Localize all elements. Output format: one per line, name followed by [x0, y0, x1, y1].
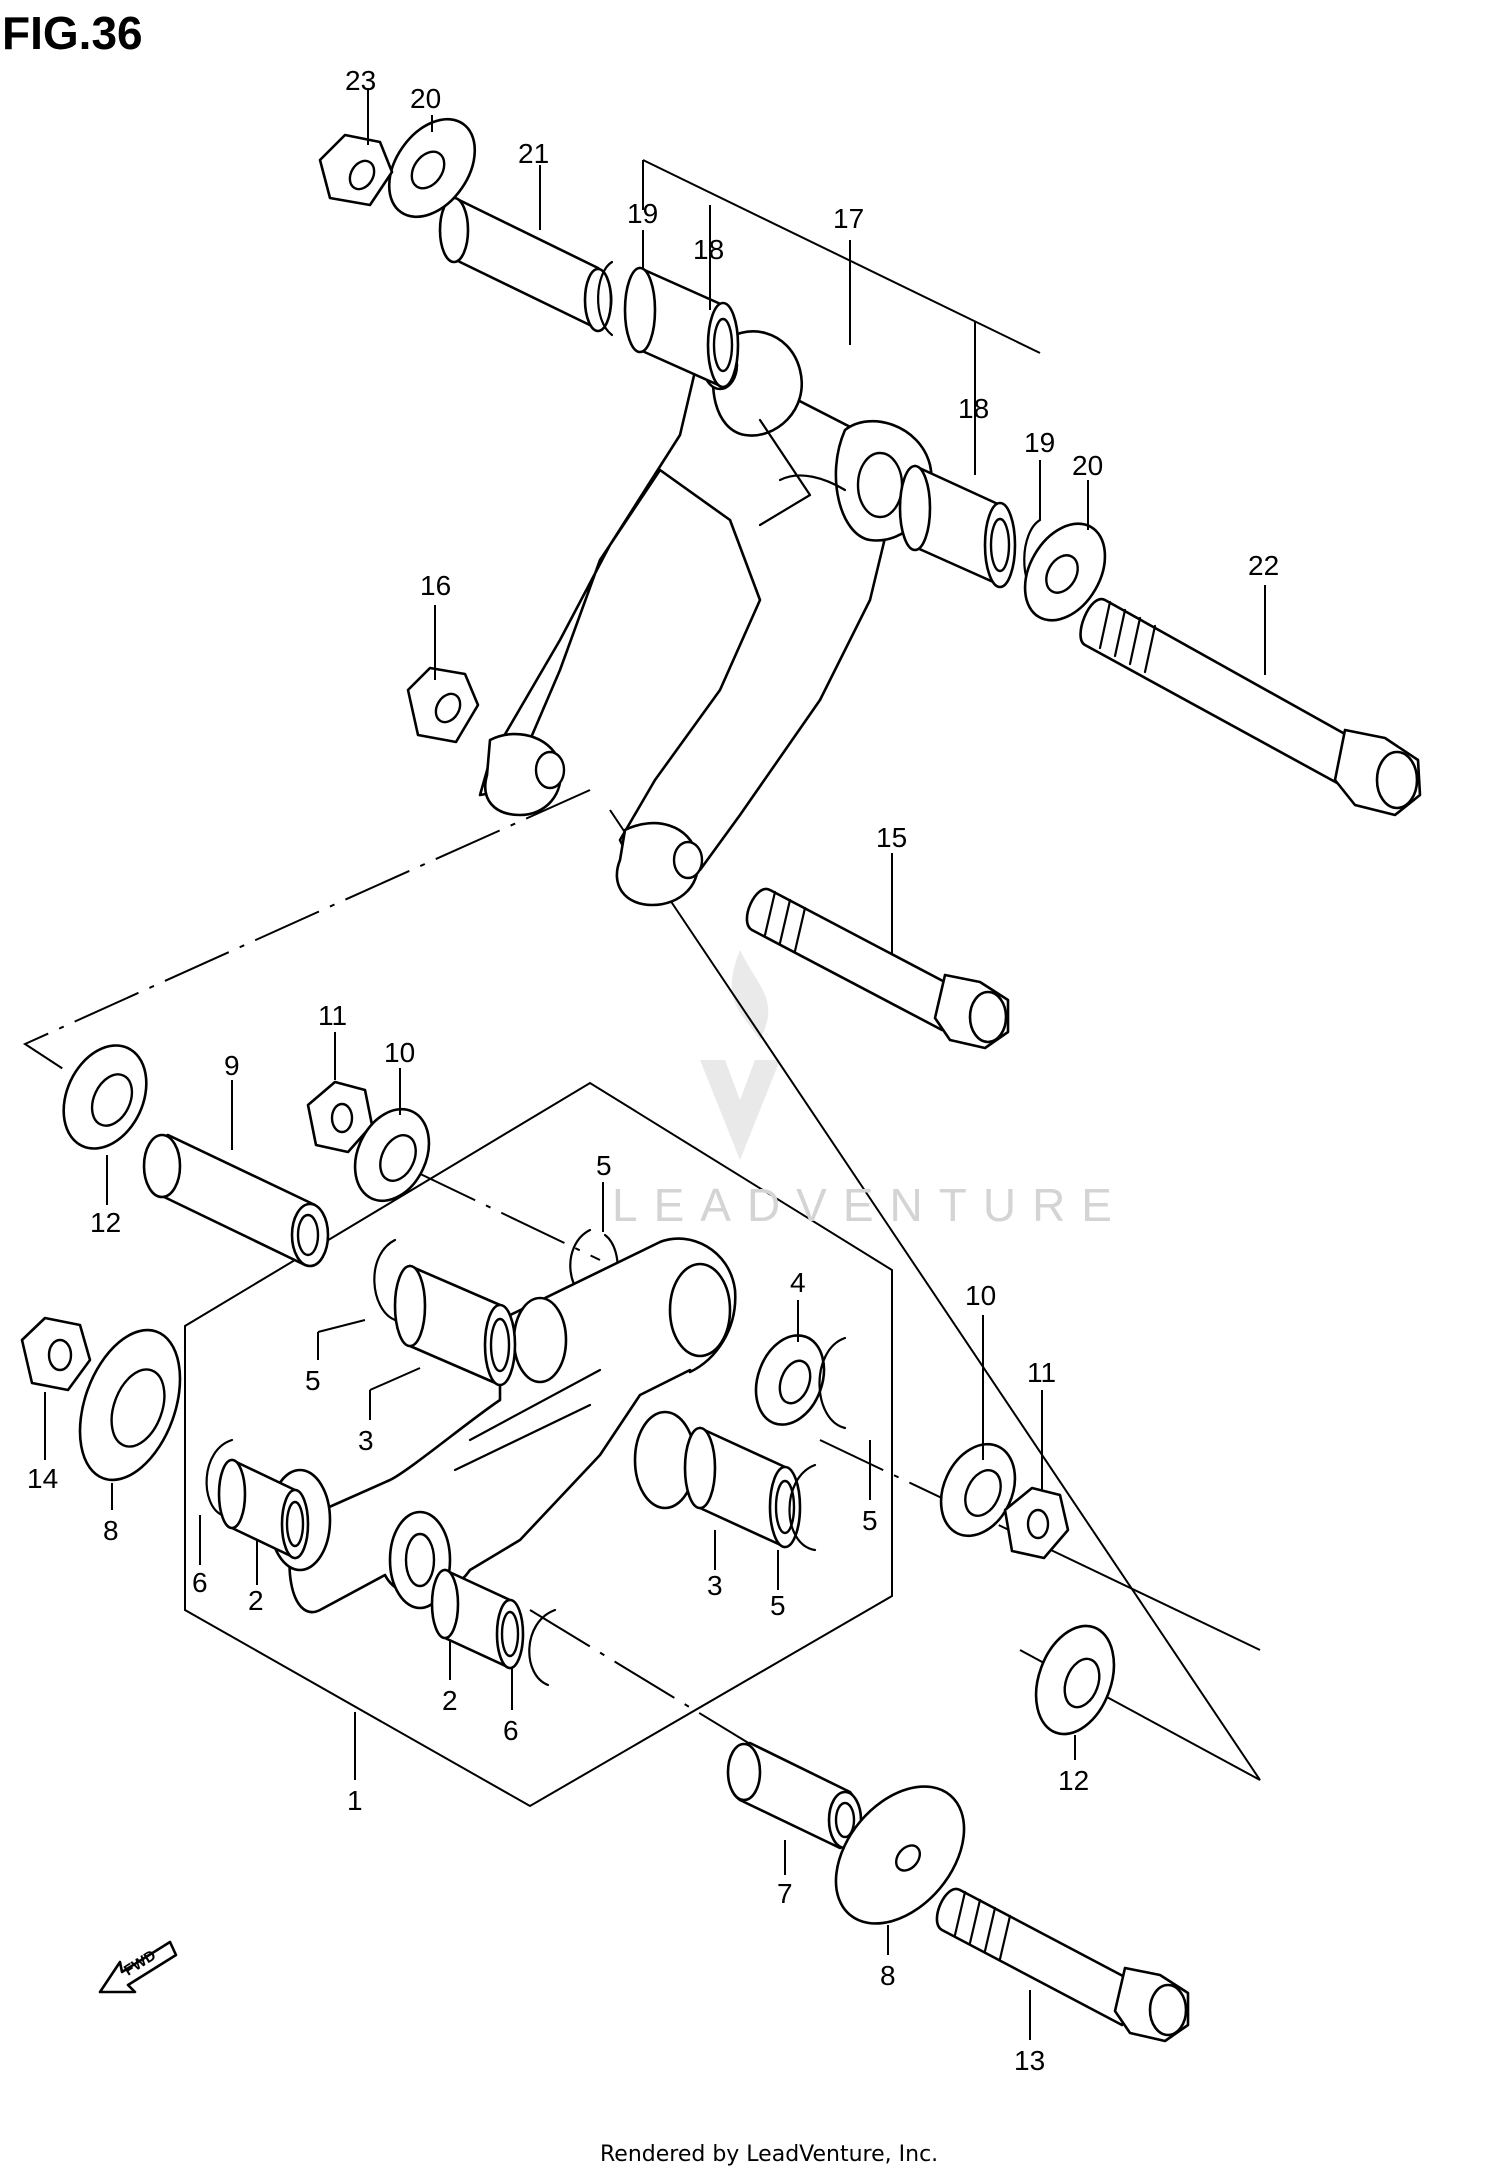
collar-part-9[interactable] — [142, 1133, 330, 1268]
render-credit: Rendered by LeadVenture, Inc. — [600, 2142, 939, 2167]
callout-17: 17 — [833, 203, 864, 234]
callout-14: 14 — [27, 1463, 58, 1494]
snap-ring-part-5-right[interactable] — [818, 1336, 847, 1430]
callout-6: 6 — [192, 1567, 208, 1598]
callout-13: 13 — [1014, 2045, 1045, 2076]
callout-20-right: 20 — [1072, 450, 1103, 481]
forward-direction-arrow-icon: FWD — [98, 1940, 178, 1994]
callout-20: 20 — [410, 83, 441, 114]
callout-5-right: 5 — [862, 1505, 878, 1536]
callout-6-lower: 6 — [503, 1715, 519, 1746]
washer-part-8-lower[interactable] — [810, 1762, 990, 1948]
callout-7: 7 — [777, 1878, 793, 1909]
bearing-part-3[interactable] — [393, 1264, 517, 1387]
watermark-text: LEADVENTURE — [612, 1179, 1128, 1231]
callout-18-right: 18 — [958, 393, 989, 424]
callout-8: 8 — [103, 1515, 119, 1546]
callout-9: 9 — [224, 1050, 240, 1081]
bearing-part-2[interactable] — [217, 1458, 310, 1560]
callout-11: 11 — [318, 1000, 347, 1031]
callout-1: 1 — [347, 1785, 363, 1816]
assembly-guide-lines — [22, 159, 1261, 1781]
snap-ring-part-5-lower-right[interactable] — [788, 1463, 817, 1552]
seal-part-4[interactable] — [744, 1326, 836, 1434]
callout-3: 3 — [358, 1425, 374, 1456]
bearing-part-18[interactable] — [623, 266, 740, 390]
washer-part-20-right[interactable] — [1009, 509, 1122, 634]
bearing-part-3-right[interactable] — [683, 1426, 802, 1549]
callout-22: 22 — [1248, 550, 1279, 581]
bolt-part-22[interactable] — [1079, 597, 1422, 817]
callout-21: 21 — [518, 138, 549, 169]
callout-19-right: 19 — [1024, 427, 1055, 458]
callout-2-lower: 2 — [442, 1685, 458, 1716]
callout-16: 16 — [420, 570, 451, 601]
callout-12-right: 12 — [1058, 1765, 1089, 1796]
snap-ring-part-19[interactable] — [597, 260, 614, 337]
nut-part-23[interactable] — [318, 133, 394, 207]
snap-ring-part-6-lower[interactable] — [528, 1608, 557, 1687]
bushing-part-8[interactable] — [61, 1316, 199, 1493]
callout-10-right: 10 — [965, 1280, 996, 1311]
washer-part-20[interactable] — [372, 103, 493, 233]
callout-8-lower: 8 — [880, 1960, 896, 1991]
link-assembly-boundary — [184, 1081, 893, 1808]
oil-seal-part-10[interactable] — [341, 1097, 443, 1213]
bearing-part-18-right[interactable] — [898, 464, 1017, 589]
callout-5: 5 — [596, 1150, 612, 1181]
nut-part-16[interactable] — [406, 666, 480, 744]
bolt-part-15[interactable] — [745, 887, 1010, 1050]
snap-ring-part-6[interactable] — [205, 1438, 234, 1517]
callout-19: 19 — [627, 198, 658, 229]
callout-leaders — [44, 88, 1266, 2040]
spacer-part-21[interactable] — [438, 196, 613, 333]
nut-part-11-right[interactable] — [1003, 1486, 1070, 1560]
callout-23: 23 — [345, 65, 376, 96]
callout-numbers: 23 20 21 19 18 17 18 19 20 22 16 15 11 1… — [27, 65, 1279, 2076]
callout-15: 15 — [876, 822, 907, 853]
callout-18: 18 — [693, 234, 724, 265]
watermark-logo-icon — [700, 950, 780, 1160]
callout-12: 12 — [90, 1207, 121, 1238]
nut-part-14[interactable] — [20, 1316, 92, 1392]
oil-seal-part-10-right[interactable] — [927, 1432, 1029, 1548]
bolt-part-13[interactable] — [935, 1887, 1190, 2043]
figure-title: FIG.36 — [2, 7, 143, 59]
callout-5-lower: 5 — [770, 1590, 786, 1621]
callout-10: 10 — [384, 1037, 415, 1068]
nut-part-11[interactable] — [306, 1080, 374, 1154]
bearing-part-2-lower[interactable] — [430, 1568, 525, 1670]
callout-3-right: 3 — [707, 1570, 723, 1601]
cushion-rod-part-1[interactable] — [268, 1237, 737, 1614]
collar-part-7[interactable] — [726, 1741, 863, 1850]
callout-4: 4 — [790, 1267, 806, 1298]
callout-2: 2 — [248, 1585, 264, 1616]
cushion-lever-part-17[interactable] — [478, 330, 933, 907]
callout-11-right: 11 — [1027, 1357, 1056, 1388]
bushing-part-12[interactable] — [48, 1032, 163, 1162]
callout-5-left: 5 — [305, 1365, 321, 1396]
bushing-part-12-right[interactable] — [1022, 1615, 1128, 1745]
snap-ring-part-5-upper-left[interactable] — [373, 1238, 397, 1322]
